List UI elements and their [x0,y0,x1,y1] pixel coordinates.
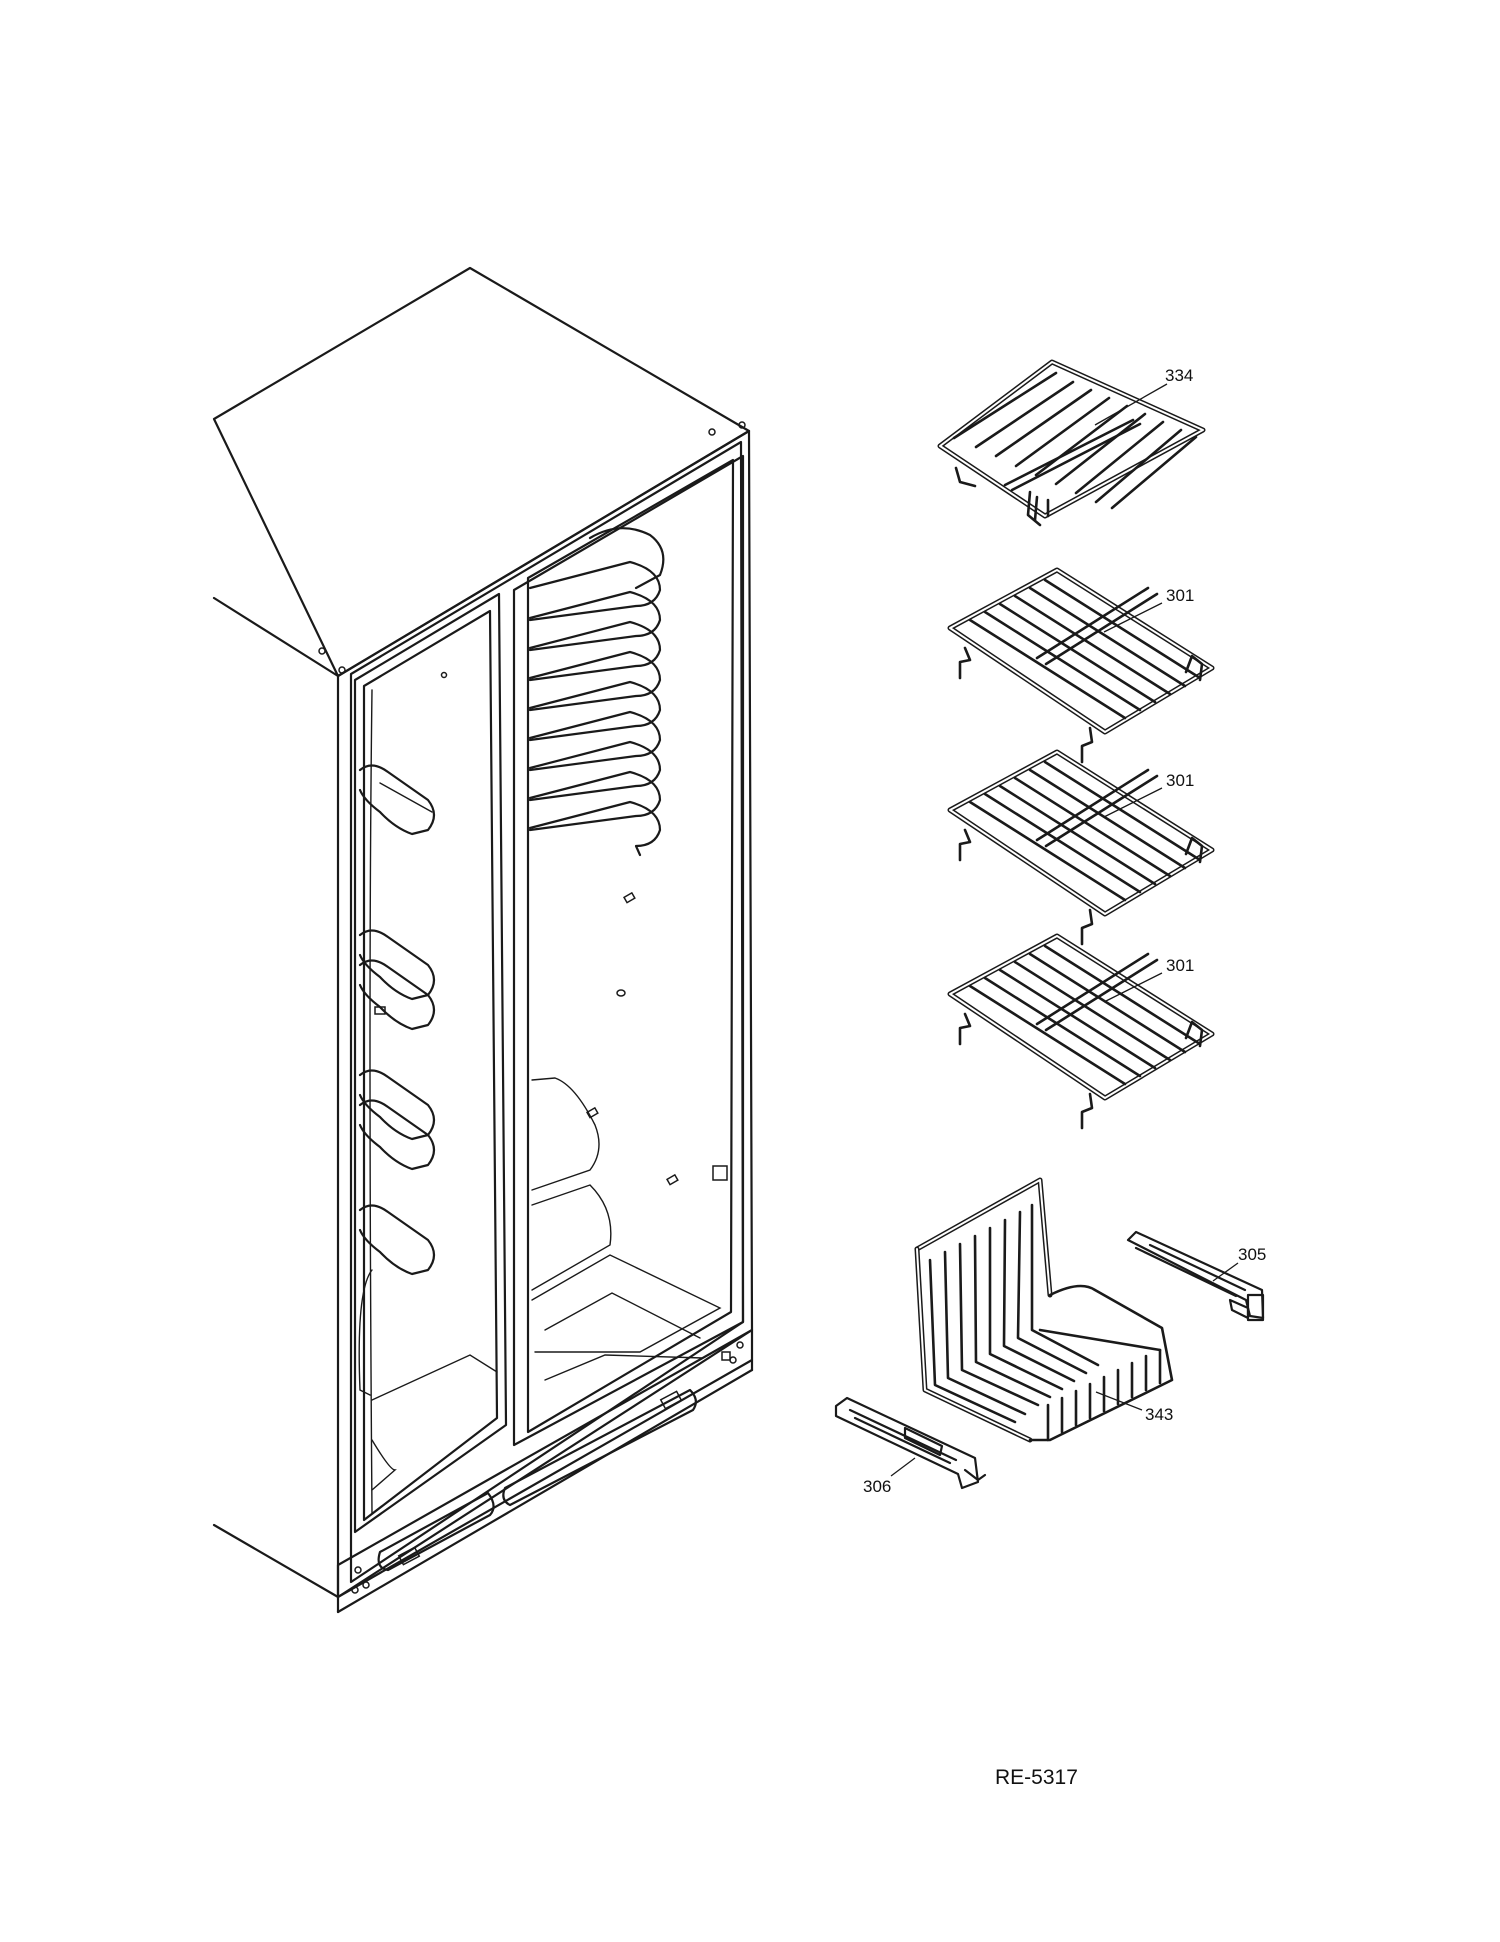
label-301-a: 301 [1166,586,1194,605]
label-301-c: 301 [1166,956,1194,975]
label-305: 305 [1238,1245,1266,1264]
label-301-b: 301 [1166,771,1194,790]
shelf-334 [937,359,1206,527]
label-343: 343 [1145,1405,1173,1424]
basket-343 [914,1177,1174,1443]
label-334: 334 [1165,366,1193,385]
shelf-301-a [947,567,1215,764]
label-306: 306 [863,1477,891,1496]
slide-rail-305 [1126,1230,1265,1322]
freezer-shelf-rails [358,764,436,1276]
shelf-301-c [947,933,1215,1130]
part-labels: 334 301 301 301 305 343 306 [863,366,1266,1496]
leader-lines [890,383,1239,1477]
diagram-reference: RE-5317 [995,1766,1078,1789]
refrigerator-cabinet [212,266,754,1614]
fresh-food-shelf-rails [528,527,665,857]
shelf-301-b [947,749,1215,946]
slide-rail-306 [834,1396,987,1490]
